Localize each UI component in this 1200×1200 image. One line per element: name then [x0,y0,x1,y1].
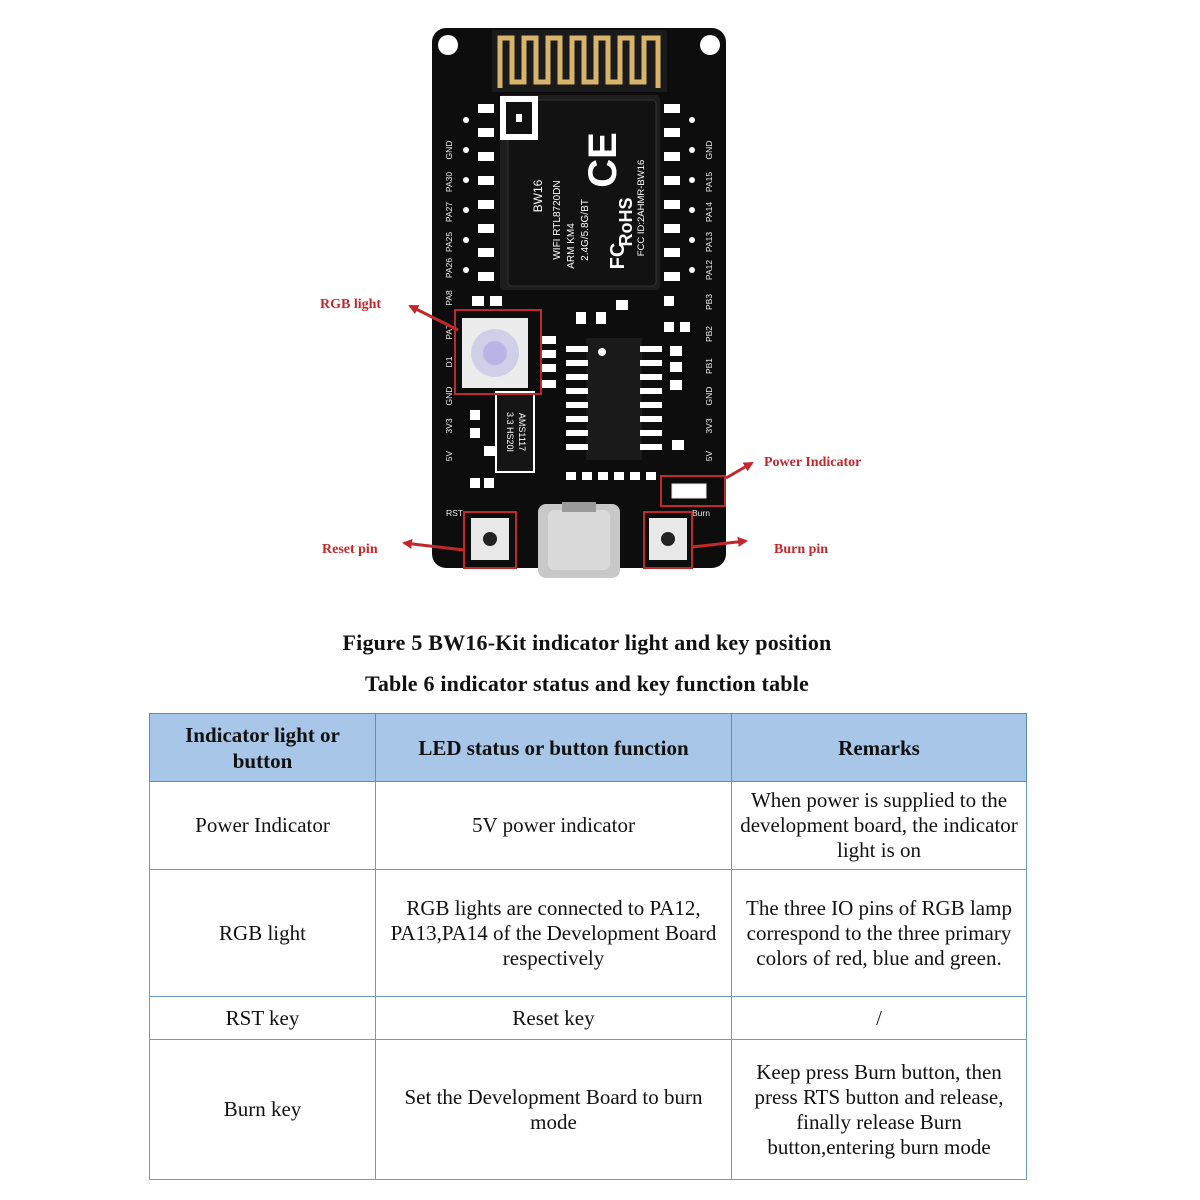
cell-status: Set the Development Board to burn mode [375,1039,732,1180]
cell-status: Reset key [375,996,732,1040]
left-header-holes [463,117,469,273]
burn-highlight-box [643,511,693,569]
power-led [671,483,707,499]
cell-remarks: When power is supplied to the developmen… [731,781,1027,870]
left-pin-label: PA30 [444,172,454,192]
reset-callout: Reset pin [322,542,378,557]
left-pin-label: PA7 [444,324,454,340]
right-header-holes [689,117,695,273]
power-highlight-box [660,475,726,507]
rgb-highlight-box [454,309,542,395]
right-pin-label: PB3 [704,294,714,310]
power-callout: Power Indicator [764,455,861,470]
reset-button-cap-icon [483,532,497,546]
figure-caption: Figure 5 BW16-Kit indicator light and ke… [342,630,832,655]
cell-remarks: / [731,996,1027,1040]
chip-line-3: 2.4G/5.8G/BT [580,199,591,261]
chip-line-1: WIFI RTL8720DN [552,180,563,259]
right-pin-label: 5V [704,450,714,461]
mount-hole-icon [438,35,458,55]
burn-board-label: Burn [692,508,710,518]
rst-board-label: RST [446,508,463,518]
right-pin-label: PA14 [704,202,714,222]
cell-indicator: Power Indicator [149,781,376,870]
cell-status: 5V power indicator [375,781,732,870]
ce-mark: CE [581,132,625,188]
left-pin-label: GND [444,141,454,160]
right-pin-label: PA15 [704,172,714,192]
right-pin-label: PA13 [704,232,714,252]
power-arrow [725,461,754,480]
table-row: Power Indicator 5V power indicator When … [149,781,1027,870]
cell-indicator: RGB light [149,869,376,997]
left-pin-label: PA26 [444,258,454,278]
burn-arrow [691,536,748,549]
indicator-function-table: Indicator light or button LED status or … [149,713,1027,1180]
module-pads-left [478,104,494,281]
regulator-label: AMS1117 [517,413,527,451]
table-row: RGB light RGB lights are connected to PA… [149,869,1027,997]
chip-line-2: ARM KM4 [566,223,577,269]
left-pin-label: PA8 [444,290,454,306]
usb-chip-pins [566,346,662,450]
burn-button-cap-icon [661,532,675,546]
right-pin-label: 3V3 [704,418,714,433]
fcc-id: FCC ID:2AHMR-BW16 [636,160,647,257]
right-pin-label: PB2 [704,326,714,342]
cell-remarks: Keep press Burn button, then press RTS b… [731,1039,1027,1180]
right-pin-labels: GND PA15 PA14 PA13 PA12 PB3 PB2 PB1 GND … [704,141,714,462]
regulator-chip [495,391,535,473]
module-can [507,99,657,287]
header-status: LED status or button function [375,713,732,782]
module-pads-right [664,104,680,281]
regulator-sub: 3.3 HS20I [505,412,515,452]
left-pin-label: PA25 [444,232,454,252]
module-name: BW16 [531,179,545,212]
left-pin-label: 3V3 [444,418,454,433]
header-remarks: Remarks [731,713,1027,782]
header-indicator: Indicator light or button [149,713,376,782]
cell-status: RGB lights are connected to PA12, PA13,P… [375,869,732,997]
fc-mark: FC [607,243,629,270]
rohs-mark: RoHS [616,198,636,247]
cell-remarks: The three IO pins of RGB lamp correspond… [731,869,1027,997]
table-row: RST key Reset key / [149,996,1027,1040]
left-pin-label: D1 [444,356,454,367]
mount-hole-icon [700,35,720,55]
left-pin-labels: GND PA30 PA27 PA25 PA26 PA8 PA7 D1 GND 3… [444,141,454,462]
board-figure: BW16 WIFI RTL8720DN ARM KM4 2.4G/5.8G/BT… [320,28,861,578]
table-row: Burn key Set the Development Board to bu… [149,1039,1027,1180]
table-caption: Table 6 indicator status and key functio… [365,671,809,696]
right-pin-label: PB1 [704,358,714,374]
cell-indicator: RST key [149,996,376,1040]
usb-chip [586,338,642,460]
right-pin-label: PA12 [704,260,714,280]
cell-indicator: Burn key [149,1039,376,1180]
left-pin-label: PA27 [444,202,454,222]
rgb-arrow [408,304,459,332]
table-header-row: Indicator light or button LED status or … [149,713,1027,782]
reset-arrow [402,538,465,552]
right-pin-label: GND [704,387,714,406]
burn-callout: Burn pin [774,542,828,557]
right-pin-label: GND [704,141,714,160]
left-pin-label: GND [444,387,454,406]
antenna-trace-icon [497,35,661,88]
left-pin-label: 5V [444,450,454,461]
rgb-callout: RGB light [320,297,381,312]
bottom-pads [566,472,656,480]
reset-highlight-box [463,511,517,569]
smd-components [470,296,690,488]
